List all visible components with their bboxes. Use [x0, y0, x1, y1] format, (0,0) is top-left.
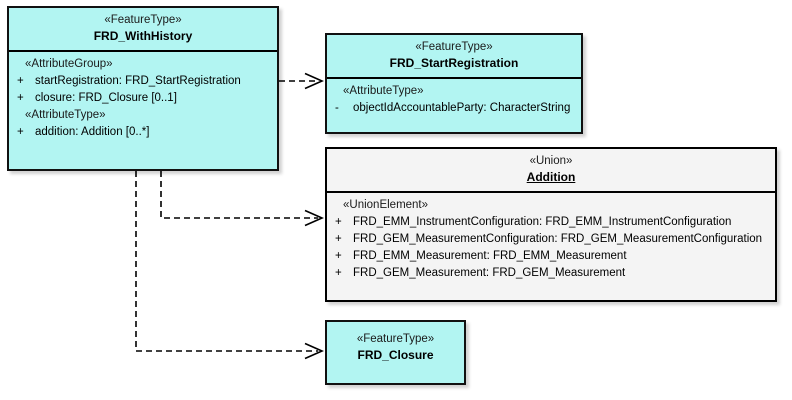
- attribute-row[interactable]: + FRD_GEM_MeasurementConfiguration: FRD_…: [333, 231, 773, 248]
- class-header-frd-closure: «FeatureType» FRD_Closure: [327, 322, 464, 369]
- class-title: FRD_Closure: [357, 348, 434, 362]
- visibility-marker: -: [335, 102, 339, 114]
- class-stereotype: «FeatureType»: [104, 14, 182, 26]
- class-title: Addition: [526, 170, 576, 184]
- attribute-group-label: «AttributeGroup»: [25, 58, 113, 70]
- class-stereotype: «FeatureType»: [415, 41, 493, 53]
- class-header-frd-startregistration: «FeatureType» FRD_StartRegistration: [327, 35, 581, 79]
- class-box-frd-withhistory[interactable]: «FeatureType» FRD_WithHistory «Attribute…: [7, 6, 279, 171]
- visibility-marker: +: [17, 126, 24, 138]
- attribute-group-label: «AttributeType»: [343, 85, 424, 97]
- attribute-row[interactable]: + FRD_GEM_Measurement: FRD_GEM_Measureme…: [333, 265, 773, 282]
- attribute-text: FRD_GEM_MeasurementConfiguration: FRD_GE…: [353, 233, 763, 245]
- visibility-marker: +: [335, 267, 342, 279]
- connector-to-addition: [160, 171, 324, 227]
- class-body-addition: «UnionElement» + FRD_EMM_InstrumentConfi…: [327, 193, 775, 286]
- attribute-text: FRD_GEM_Measurement: FRD_GEM_Measurement: [353, 267, 626, 279]
- class-box-addition[interactable]: «Union» Addition «UnionElement» + FRD_EM…: [325, 147, 777, 302]
- attribute-row[interactable]: + closure: FRD_Closure [0..1]: [15, 90, 275, 107]
- attribute-text: objectIdAccountableParty: CharacterStrin…: [353, 102, 571, 114]
- class-header-frd-withhistory: «FeatureType» FRD_WithHistory: [9, 8, 277, 52]
- class-box-frd-closure[interactable]: «FeatureType» FRD_Closure: [325, 320, 466, 385]
- attribute-row[interactable]: - objectIdAccountableParty: CharacterStr…: [333, 100, 579, 117]
- attribute-text: FRD_EMM_Measurement: FRD_EMM_Measurement: [353, 250, 627, 262]
- class-title: FRD_WithHistory: [93, 29, 193, 43]
- class-stereotype: «Union»: [529, 155, 573, 167]
- attribute-row[interactable]: + FRD_EMM_Measurement: FRD_EMM_Measureme…: [333, 248, 773, 265]
- attribute-row[interactable]: + startRegistration: FRD_StartRegistrati…: [15, 73, 275, 90]
- class-body-frd-startregistration: «AttributeType» - objectIdAccountablePar…: [327, 79, 581, 121]
- attribute-group-label: «AttributeType»: [25, 109, 106, 121]
- attribute-row[interactable]: + addition: Addition [0..*]: [15, 124, 275, 141]
- class-box-frd-startregistration[interactable]: «FeatureType» FRD_StartRegistration «Att…: [325, 33, 583, 134]
- attribute-row[interactable]: + FRD_EMM_InstrumentConfiguration: FRD_E…: [333, 214, 773, 231]
- visibility-marker: +: [17, 75, 24, 87]
- connector-to-start-registration: [279, 72, 324, 90]
- visibility-marker: +: [335, 250, 342, 262]
- attribute-text: FRD_EMM_InstrumentConfiguration: FRD_EMM…: [353, 216, 732, 228]
- class-header-addition: «Union» Addition: [327, 149, 775, 193]
- visibility-marker: +: [335, 233, 342, 245]
- attribute-text: addition: Addition [0..*]: [35, 126, 150, 138]
- class-title: FRD_StartRegistration: [389, 56, 519, 70]
- attribute-group-label: «UnionElement»: [343, 199, 429, 211]
- visibility-marker: +: [17, 92, 24, 104]
- visibility-marker: +: [335, 216, 342, 228]
- class-stereotype: «FeatureType»: [356, 333, 435, 345]
- attribute-text: closure: FRD_Closure [0..1]: [35, 92, 177, 104]
- connector-to-closure: [135, 171, 324, 360]
- attribute-text: startRegistration: FRD_StartRegistration: [35, 75, 241, 87]
- class-body-frd-withhistory: «AttributeGroup» + startRegistration: FR…: [9, 52, 277, 145]
